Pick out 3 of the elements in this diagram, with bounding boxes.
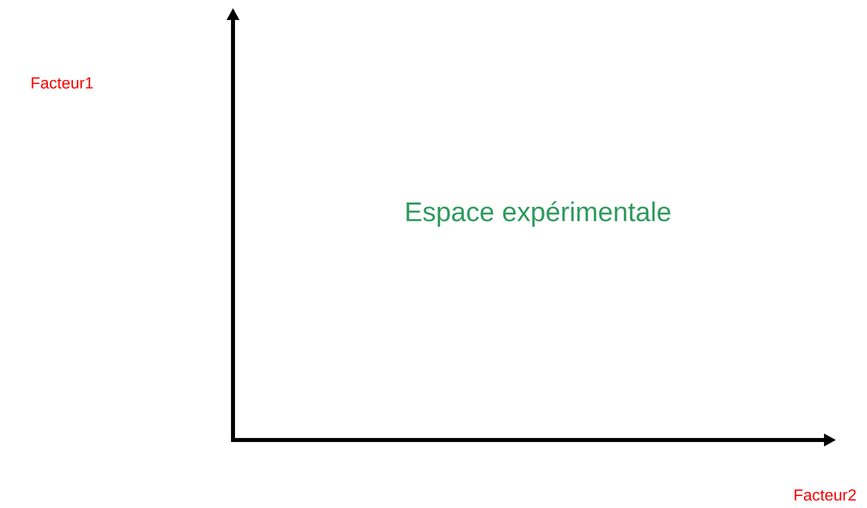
axis-label: Facteur1: [32, 77, 93, 89]
axis-label: Facteur2: [794, 489, 856, 501]
region-label: Espace expérimentale: [406, 201, 670, 227]
